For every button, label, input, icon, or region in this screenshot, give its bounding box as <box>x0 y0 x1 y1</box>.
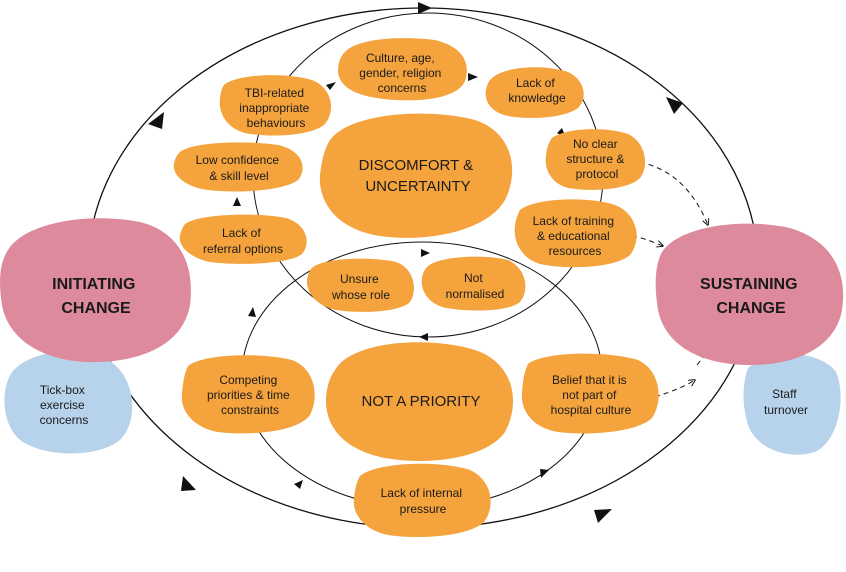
unsure-node-blob <box>306 258 414 312</box>
arrow-lower-left <box>294 480 303 489</box>
arrow-culture-to-knowledge <box>468 73 478 81</box>
discomfort-theme-label: DISCOMFORT & UNCERTAINTY <box>359 157 478 195</box>
tickbox-label: Tick-box exercise concerns <box>40 383 89 427</box>
dashed-link-structure <box>639 161 708 225</box>
outer-arrow-top <box>418 2 432 14</box>
discomfort-theme-blob <box>319 113 513 238</box>
initiating-change-hub <box>0 218 191 363</box>
normalised-label: Not normalised <box>446 271 505 301</box>
training-node-blob <box>514 199 637 268</box>
referral-label: Lack of referral options <box>203 226 283 256</box>
referral-node-blob <box>179 214 307 264</box>
arrow-tbi-to-culture <box>326 82 336 90</box>
pressure-label: Lack of internal pressure <box>381 486 466 516</box>
structure-node-blob <box>545 129 646 190</box>
priority-theme-blob <box>325 342 514 461</box>
dashed-link-belief <box>654 380 695 398</box>
pressure-node-blob <box>353 463 491 538</box>
tbi-label: TBI-related inappropriate behaviours <box>239 86 312 130</box>
arrow-lower-right <box>540 469 549 478</box>
belief-label: Belief that it is not part of hospital c… <box>551 373 632 417</box>
sustaining-change-label: SUSTAINING CHANGE <box>700 276 802 317</box>
outer-arrow-lower-right <box>594 509 612 523</box>
arrow-confidence-to-tbi <box>233 197 241 206</box>
arrow-middle-bottom <box>419 333 428 341</box>
confidence-label: Low confidence & skill level <box>196 153 283 183</box>
sustaining-change-hub <box>655 223 844 365</box>
dashed-link-training <box>631 235 663 246</box>
culture-label: Culture, age, gender, religion concerns <box>359 51 444 95</box>
confidence-node-blob <box>173 142 303 192</box>
outer-arrow-lower-left <box>181 476 196 491</box>
staff-blob <box>743 354 841 455</box>
training-label: Lack of training & educational resources <box>533 214 618 258</box>
outer-arrow-upper-right <box>666 97 683 114</box>
staff-turnover-label: Staff turnover <box>764 387 808 417</box>
tickbox-blob <box>4 351 133 454</box>
structure-label: No clear structure & protocol <box>566 137 627 181</box>
arrow-middle-top <box>421 249 430 257</box>
initiating-change-label: INITIATING CHANGE <box>52 276 140 317</box>
belief-node-blob <box>521 353 659 434</box>
knowledge-label: Lack of knowledge <box>508 76 566 105</box>
outer-arrow-upper-left <box>148 112 164 129</box>
arrow-middle-left <box>248 307 256 317</box>
competing-node-blob <box>181 355 315 434</box>
normalised-node-blob <box>421 256 526 311</box>
priority-theme-label: NOT A PRIORITY <box>362 393 481 410</box>
knowledge-node-blob <box>485 67 584 118</box>
culture-node-blob <box>338 38 467 101</box>
tbi-node-blob <box>219 75 332 136</box>
unsure-label: Unsure whose role <box>331 272 390 302</box>
competing-label: Competing priorities & time constraints <box>207 373 293 417</box>
